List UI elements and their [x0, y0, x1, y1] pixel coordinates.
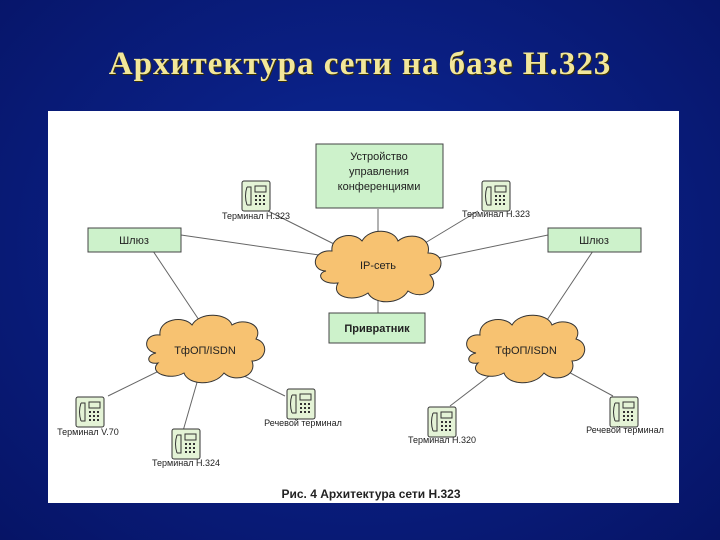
- ip-network-cloud: IP-сеть: [315, 230, 442, 303]
- svg-text:Устройство: Устройство: [350, 151, 408, 163]
- pstn-right-cloud: ТфОП/ISDN: [466, 314, 586, 384]
- svg-text:Привратник: Привратник: [344, 323, 410, 335]
- svg-text:ТфОП/ISDN: ТфОП/ISDN: [495, 345, 557, 357]
- pstn-left-cloud: ТфОП/ISDN: [146, 314, 266, 384]
- voice-terminal-right: Речевой терминал: [586, 396, 664, 435]
- voice-terminal-left: Речевой терминал: [264, 388, 342, 428]
- svg-text:Терминал V.70: Терминал V.70: [57, 427, 119, 437]
- terminal-h323-left: Терминал Н.323: [222, 180, 290, 221]
- svg-text:Терминал Н.323: Терминал Н.323: [222, 211, 290, 221]
- phone-icon: [609, 396, 639, 428]
- svg-text:управления: управления: [349, 166, 409, 178]
- svg-text:Речевой терминал: Речевой терминал: [586, 425, 664, 435]
- phone-icon: [427, 406, 457, 438]
- svg-text:Речевой терминал: Речевой терминал: [264, 418, 342, 428]
- gateway-right-box: Шлюз: [547, 227, 642, 253]
- phone-icon: [286, 388, 316, 420]
- phone-icon: [481, 180, 511, 212]
- svg-text:Шлюз: Шлюз: [119, 235, 149, 247]
- phone-icon: [241, 180, 271, 212]
- svg-text:ТфОП/ISDN: ТфОП/ISDN: [174, 345, 236, 357]
- svg-text:IP-сеть: IP-сеть: [360, 260, 396, 272]
- phone-icon: [75, 396, 105, 428]
- svg-text:Терминал Н.324: Терминал Н.324: [152, 458, 220, 468]
- architecture-figure: Устройство управления конференциями Шлюз…: [48, 111, 679, 503]
- phone-icon: [171, 428, 201, 460]
- figure-caption: Рис. 4 Архитектура сети Н.323: [281, 487, 460, 501]
- terminal-h324: Терминал Н.324: [152, 428, 220, 468]
- svg-text:Терминал Н.323: Терминал Н.323: [462, 209, 530, 219]
- terminal-h320: Терминал Н.320: [408, 406, 476, 445]
- terminal-h323-right: Терминал Н.323: [462, 180, 530, 219]
- architecture-diagram: Устройство управления конференциями Шлюз…: [57, 143, 664, 501]
- svg-text:Шлюз: Шлюз: [579, 235, 609, 247]
- svg-text:конференциями: конференциями: [338, 181, 421, 193]
- terminal-v70: Терминал V.70: [57, 396, 119, 437]
- connections: [107, 209, 614, 432]
- gatekeeper-box: Привратник: [328, 312, 426, 344]
- gateway-left-box: Шлюз: [87, 227, 182, 253]
- svg-text:Терминал Н.320: Терминал Н.320: [408, 435, 476, 445]
- slide-title: Архитектура сети на базе Н.323: [108, 46, 612, 82]
- mcu-box: Устройство управления конференциями: [315, 143, 444, 209]
